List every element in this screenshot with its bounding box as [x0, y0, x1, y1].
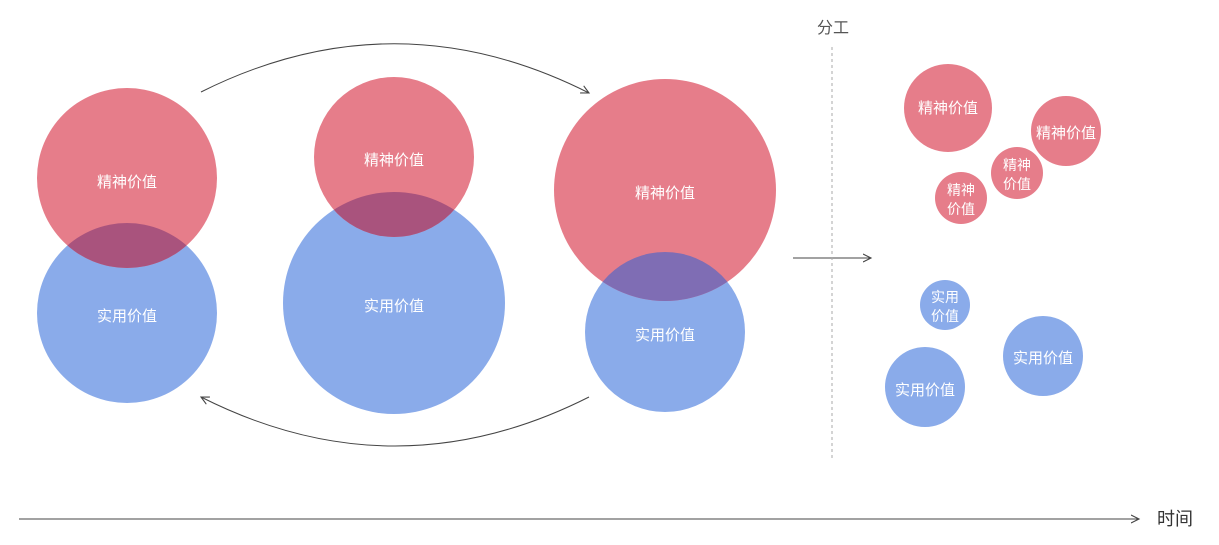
spiritual-circle-right — [554, 79, 776, 301]
spiritual-small-3-line2: 价值 — [1003, 177, 1031, 193]
practical-circle-middle — [283, 192, 505, 414]
time-axis-label: 时间 — [1157, 509, 1193, 530]
spiritual-small-1 — [904, 64, 992, 152]
spiritual-small-4-line1: 精神 — [947, 183, 975, 199]
practical-small-1 — [920, 280, 970, 330]
group-left: 精神价值 实用价值 — [37, 88, 217, 403]
division-label: 分工 — [817, 18, 849, 37]
spiritual-label-left: 精神价值 — [97, 173, 157, 191]
scattered-spiritual: 精神价值 精神价值 精神 价值 精神 价值 — [904, 64, 1101, 224]
spiritual-small-3 — [991, 147, 1043, 199]
group-right: 精神价值 实用价值 — [554, 79, 776, 412]
spiritual-small-2-label: 精神价值 — [1036, 124, 1096, 142]
spiritual-small-1-label: 精神价值 — [918, 99, 978, 117]
practical-small-2 — [1003, 316, 1083, 396]
practical-label-left: 实用价值 — [97, 307, 157, 325]
practical-label-right: 实用价值 — [635, 326, 695, 344]
spiritual-small-2 — [1031, 96, 1101, 166]
overlap-right — [585, 252, 745, 301]
practical-small-1-line2: 价值 — [931, 309, 959, 325]
spiritual-small-4 — [935, 172, 987, 224]
practical-small-3 — [885, 347, 965, 427]
scattered-practical: 实用 价值 实用价值 实用价值 — [885, 280, 1083, 427]
spiritual-circle-left — [37, 88, 217, 268]
spiritual-label-right: 精神价值 — [635, 184, 695, 202]
spiritual-small-4-line2: 价值 — [947, 202, 975, 218]
cycle-arrow-top — [200, 43, 589, 93]
practical-small-2-label: 实用价值 — [1013, 349, 1073, 367]
practical-label-middle: 实用价值 — [364, 297, 424, 315]
practical-small-3-label: 实用价值 — [895, 381, 955, 399]
group-middle: 精神价值 实用价值 — [283, 77, 505, 414]
spiritual-small-3-line1: 精神 — [1003, 158, 1031, 174]
spiritual-circle-middle — [314, 77, 474, 237]
practical-small-1-line1: 实用 — [931, 290, 959, 306]
cycle-arrow-bottom — [201, 397, 590, 447]
practical-circle-left — [37, 223, 217, 403]
spiritual-label-middle: 精神价值 — [364, 151, 424, 169]
